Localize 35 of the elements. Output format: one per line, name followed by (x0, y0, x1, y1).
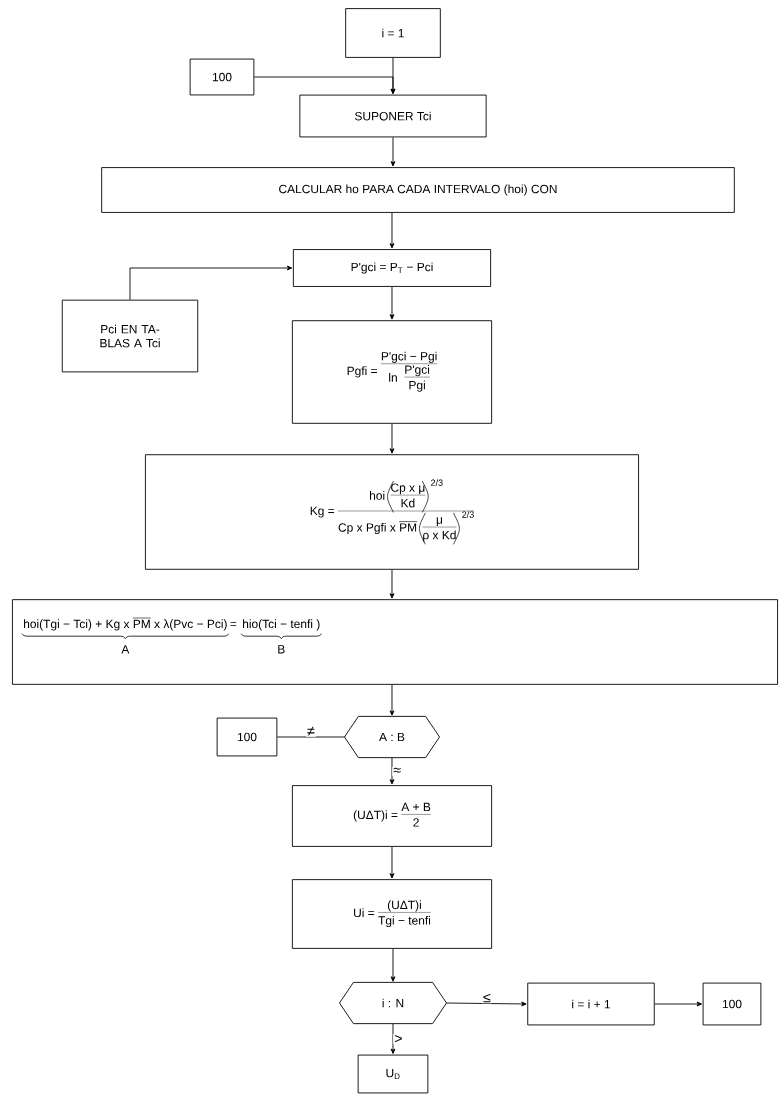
process-box: 100 (216, 717, 278, 757)
process-box: i = i + 1 (527, 982, 655, 1026)
arrow (389, 684, 395, 716)
process-box: i = 1 (345, 8, 441, 58)
arrow (389, 212, 395, 249)
process-box: P'gci = P$_{T}$ − Pci (292, 249, 492, 287)
arrow (389, 757, 395, 785)
edge-label: > (393, 1033, 404, 1045)
process-box: 100 (189, 58, 255, 96)
arrow (253, 76, 396, 94)
arrow (654, 1001, 702, 1007)
formula-box: Ui = (UΔT)i Tgi − tenfi (291, 879, 493, 949)
arrow (390, 136, 396, 167)
edge-label: ≠ (305, 725, 316, 737)
arrow (389, 569, 395, 599)
arrow (129, 265, 293, 301)
arrow (446, 1001, 527, 1007)
process-box: 100 (702, 982, 762, 1026)
process-box: SUPONER Tci (299, 94, 487, 138)
formula-box: (UΔT)i = A + B 2 (291, 785, 493, 847)
equation-box: hoi(Tgi − Tci) + Kg x PM x λ(Pvc − Pci) = hio(Tci − tenfi ) A B (12, 599, 778, 685)
edge-label: ≈ (392, 766, 403, 776)
arrow (390, 948, 396, 982)
decision-hexagon: A : B (344, 715, 440, 759)
process-box: Pci EN TA- BLAS A Tci (61, 299, 199, 373)
formula-box: Kg = hoi Cp x μ Kd 2/3 Cp x Pgfi x PM μ ρ x Kd 2/3 (144, 454, 640, 570)
decision-hexagon: i : N (339, 981, 447, 1025)
arrow (389, 846, 395, 879)
arrow (389, 286, 395, 320)
process-box: CALCULAR ho PARA CADA INTERVALO (hoi) CON (101, 167, 735, 213)
formula-box: Pgfi = P'gci − Pgi ln P'gci Pgi (291, 320, 493, 424)
arrow (390, 1023, 396, 1054)
edge-label: ≤ (481, 992, 492, 1004)
process-box: U$_{D}$ (357, 1054, 429, 1094)
arrow (389, 423, 395, 454)
